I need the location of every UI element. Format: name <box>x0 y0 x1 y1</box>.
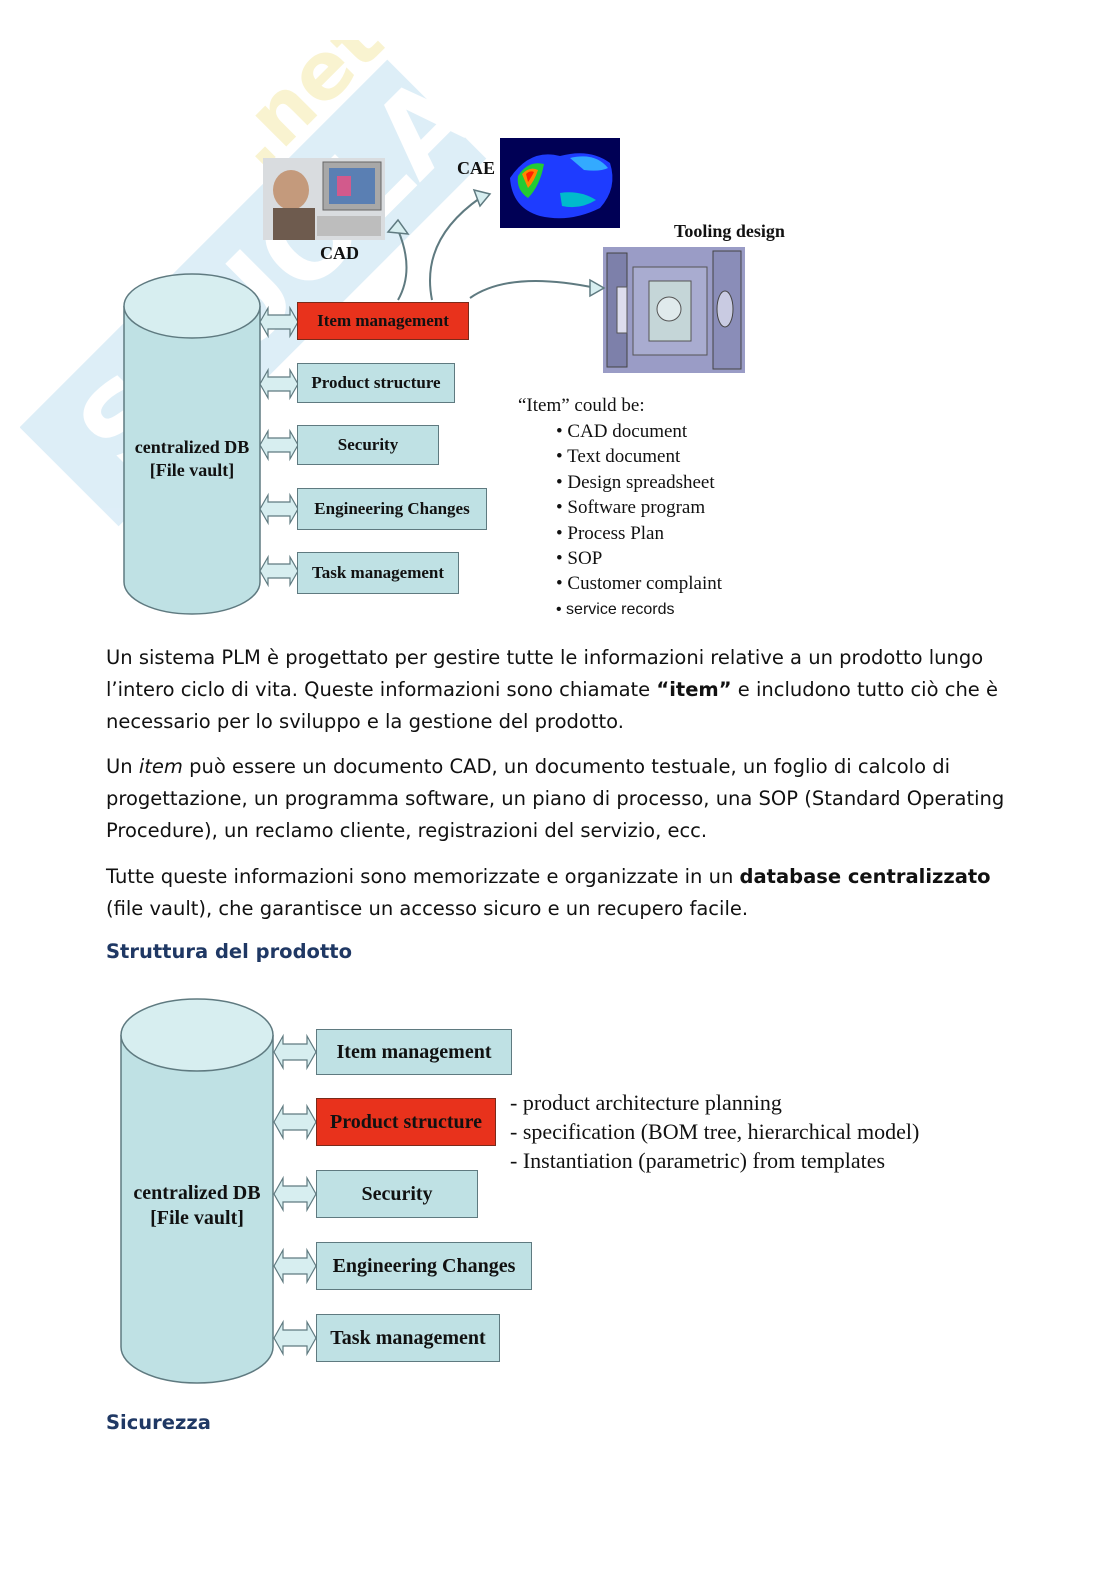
box-item-management: Item management <box>297 302 469 340</box>
cad-image <box>263 158 385 240</box>
list-item: • Process Plan <box>556 522 664 544</box>
note-line: - Instantiation (parametric) from templa… <box>510 1148 886 1173</box>
tooling-label: Tooling design <box>674 221 785 241</box>
box-task-management: Task management <box>297 552 459 594</box>
list-item: • SOP <box>556 548 603 570</box>
box-security: Security <box>316 1170 478 1218</box>
connector-arrows <box>273 1033 317 1357</box>
db-label-line2: [File vault] <box>149 459 235 480</box>
cad-label: CAD <box>320 243 359 263</box>
cae-image <box>500 138 620 228</box>
list-item: • CAD document <box>556 421 688 442</box>
box-item-management: Item management <box>316 1029 512 1075</box>
paragraph-plm-intro: Un sistema PLM è progettato per gestire … <box>106 646 998 733</box>
box-product-structure: Product structure <box>297 363 455 403</box>
db-label-line1: centralized DB <box>134 437 250 457</box>
paragraph-item-definition: Un item può essere un documento CAD, un … <box>106 755 1005 842</box>
note-line: - product architecture planning <box>510 1090 782 1115</box>
db-label-line1: centralized DB <box>133 1182 261 1204</box>
list-item: • Customer complaint <box>556 573 723 595</box>
box-security: Security <box>297 425 439 465</box>
box-product-structure: Product structure <box>316 1098 496 1146</box>
connector-arrows <box>259 305 299 588</box>
box-engineering-changes: Engineering Changes <box>297 488 487 530</box>
product-structure-notes: - product architecture planning - specif… <box>510 1088 919 1175</box>
section-heading-product-structure: Struttura del prodotto <box>106 940 352 963</box>
list-item: • service records <box>556 600 675 618</box>
box-engineering-changes: Engineering Changes <box>316 1242 532 1290</box>
section-heading-security: Sicurezza <box>106 1411 211 1434</box>
cae-label: CAE <box>457 158 496 178</box>
list-item: • Design spreadsheet <box>556 471 715 493</box>
db-cylinder <box>120 998 274 1384</box>
tooling-image <box>603 247 745 373</box>
item-intro: “Item” could be: <box>518 395 645 416</box>
list-item: • Text document <box>556 446 681 468</box>
box-task-management: Task management <box>316 1314 500 1362</box>
curved-arrows <box>386 188 606 301</box>
paragraph-database: Tutte queste informazioni sono memorizza… <box>106 865 991 920</box>
item-list: • CAD document • Text document • Design … <box>556 419 722 622</box>
note-line: - specification (BOM tree, hierarchical … <box>510 1119 920 1144</box>
db-label-line2: [File vault] <box>150 1207 244 1229</box>
list-item: • Software program <box>556 497 706 519</box>
db-cylinder <box>123 273 261 615</box>
